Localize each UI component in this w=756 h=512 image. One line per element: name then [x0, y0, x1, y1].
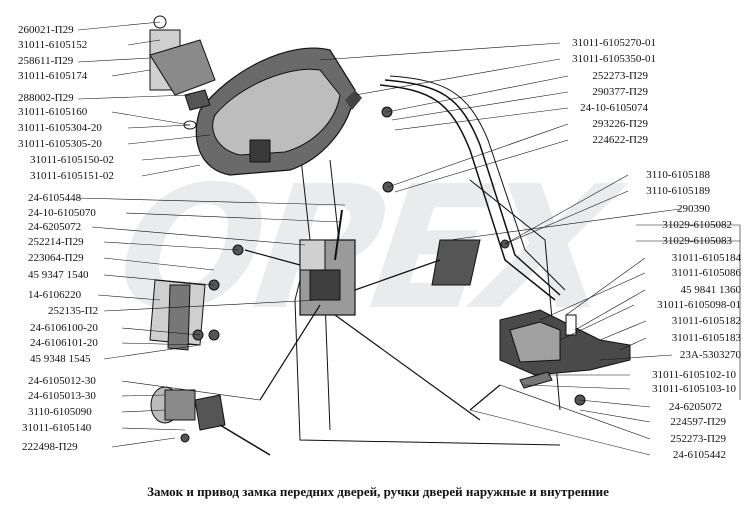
part-label: 224597-П29 [670, 416, 726, 428]
part-label: 258611-П29 [18, 55, 74, 67]
part-label: 31011-6105350-01 [572, 53, 656, 65]
part-label: 45 9347 1540 [28, 269, 89, 281]
part-label: 223064-П29 [28, 252, 84, 264]
part-label: 45 9348 1545 [30, 353, 91, 365]
part-label: 31011-6105150-02 [30, 154, 114, 166]
part-label: 31011-6105305-20 [18, 138, 102, 150]
part-label: 31011-6105184 [671, 252, 741, 264]
part-label: 31011-6105183 [671, 332, 741, 344]
part-label: 24-6205072 [668, 401, 722, 413]
door-lock-body [299, 209, 356, 316]
part-label: 24-6105012-30 [28, 375, 96, 387]
part-label: 31011-6105103-10 [652, 383, 736, 395]
part-label: 31011-6105140 [22, 422, 92, 434]
part-label: 290377-П29 [592, 86, 648, 98]
part-label: 24-10-6105070 [28, 207, 96, 219]
outer-handle-assembly [195, 47, 362, 176]
remote-control [431, 239, 481, 286]
part-label: 3110-6105090 [28, 406, 92, 418]
part-label: 31011-6105182 [671, 315, 741, 327]
part-label: 31011-6105151-02 [30, 170, 114, 182]
part-label: 31011-6105304-20 [18, 122, 102, 134]
part-label: 45 9841 1360 [680, 284, 742, 296]
part-label: 3110-6105188 [646, 169, 710, 181]
part-label: 23А-5303270 [679, 349, 741, 361]
part-label: 252135-П2 [48, 305, 99, 317]
part-label: 260021-П29 [18, 24, 74, 36]
part-label: 224622-П29 [592, 134, 648, 146]
key-cylinder-lower [150, 386, 271, 456]
diagram-caption: Замок и привод замка передних дверей, ру… [147, 484, 609, 499]
part-label: 31011-6105098-01 [657, 299, 741, 311]
part-label: 252273-П29 [670, 433, 726, 445]
part-label: 290390 [677, 203, 710, 215]
part-label: 252214-П29 [28, 236, 84, 248]
part-label: 24-6205072 [28, 221, 82, 233]
door-glass-channel-3 [389, 75, 566, 291]
part-label: 31011-6105102-10 [652, 369, 736, 381]
part-label: 31011-6105160 [18, 106, 88, 118]
part-label: 31029-6105083 [662, 235, 732, 247]
inner-handle-assembly [499, 309, 631, 389]
leader-lines-right [319, 42, 741, 456]
part-label: 293226-П29 [592, 118, 648, 130]
part-label: 31011-6105152 [18, 39, 88, 51]
leader-lines-left [77, 21, 346, 448]
part-label: 31029-6105082 [662, 219, 732, 231]
part-label: 24-6106100-20 [30, 322, 98, 334]
part-label: 31011-6105086 [671, 267, 741, 279]
part-label: 222498-П29 [22, 441, 78, 453]
part-label: 24-10-6105074 [580, 102, 648, 114]
part-label: 24-6105013-30 [28, 390, 96, 402]
part-label: 252273-П29 [592, 70, 648, 82]
part-label: 24-6105442 [672, 449, 726, 461]
part-label: 24-6106101-20 [30, 337, 98, 349]
part-label: 31011-6105174 [18, 70, 88, 82]
part-label: 31011-6105270-01 [572, 37, 656, 49]
part-label: 288002-П29 [18, 92, 74, 104]
part-label: 3110-6105189 [646, 185, 710, 197]
door-glass-channel-2 [384, 79, 561, 296]
part-label: 24-6105448 [28, 192, 82, 204]
part-label: 14-6106220 [28, 289, 82, 301]
lock-cylinder-top [149, 15, 216, 130]
door-outline [294, 149, 561, 446]
